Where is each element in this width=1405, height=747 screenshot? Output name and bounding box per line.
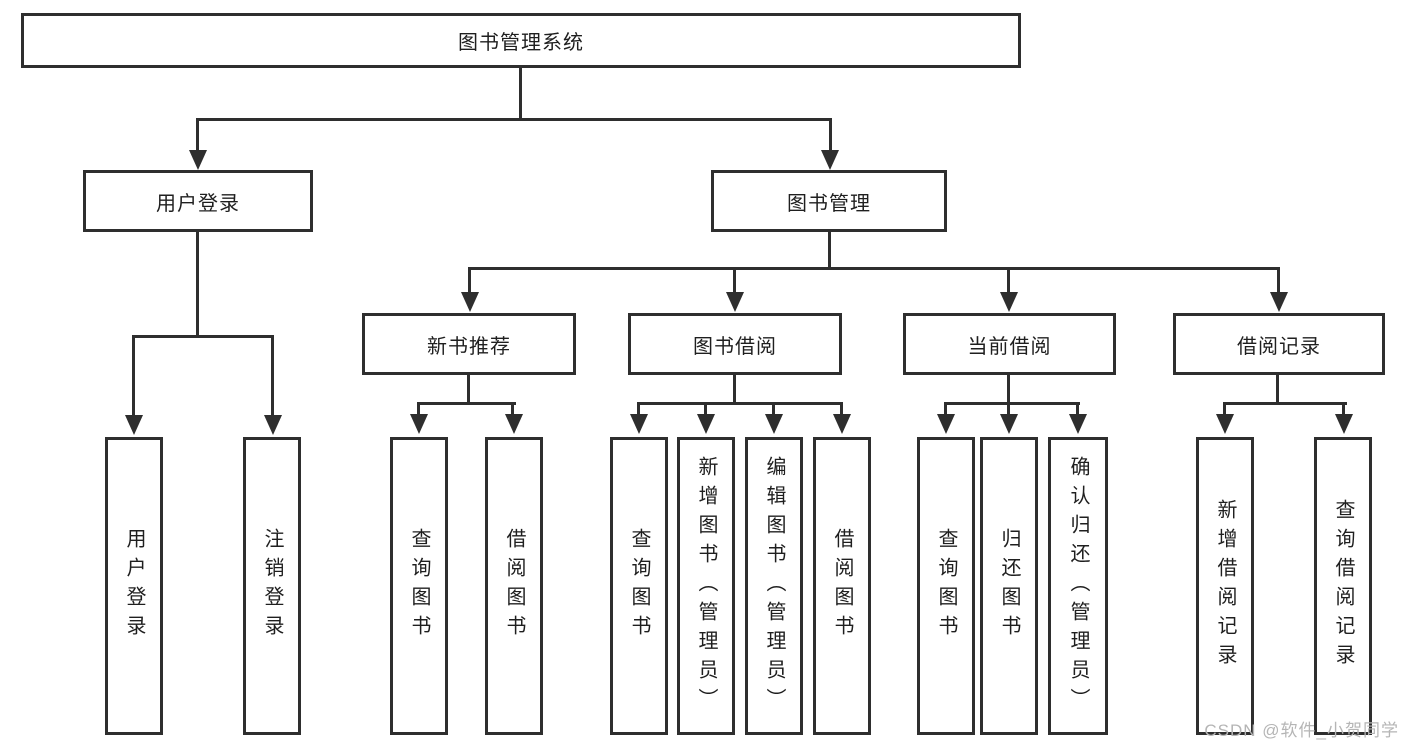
- leaf-logout: 注销登录: [243, 437, 301, 735]
- leaf-query-books-borrow: 查询图书: [610, 437, 668, 735]
- connector-line: [1223, 402, 1347, 405]
- node-root: 图书管理系统: [21, 13, 1021, 68]
- leaf-confirm-return-admin: 确认归还（管理员）: [1048, 437, 1108, 735]
- leaf-user-login: 用户登录: [105, 437, 163, 735]
- leaf-borrow-books-recommend: 借阅图书: [485, 437, 543, 735]
- arrow-down-icon: [697, 414, 715, 434]
- arrow-down-icon: [821, 150, 839, 170]
- arrow-down-icon: [1069, 414, 1087, 434]
- connector-line: [132, 335, 274, 338]
- arrow-down-icon: [937, 414, 955, 434]
- node-current-borrow: 当前借阅: [903, 313, 1116, 375]
- connector-line: [733, 267, 736, 295]
- node-user-login: 用户登录: [83, 170, 313, 232]
- arrow-down-icon: [1000, 414, 1018, 434]
- connector-line: [704, 402, 707, 417]
- arrow-down-icon: [1216, 414, 1234, 434]
- connector-line: [1223, 402, 1226, 417]
- leaf-edit-books-admin: 编辑图书（管理员）: [745, 437, 803, 735]
- connector-line: [840, 402, 843, 417]
- connector-line: [772, 402, 775, 417]
- arrow-down-icon: [765, 414, 783, 434]
- connector-line: [1007, 267, 1010, 295]
- arrow-down-icon: [410, 414, 428, 434]
- connector-line: [1007, 402, 1010, 417]
- leaf-add-borrow-record: 新增借阅记录: [1196, 437, 1254, 735]
- connector-line: [271, 335, 274, 415]
- arrow-down-icon: [461, 292, 479, 312]
- arrow-down-icon: [1000, 292, 1018, 312]
- arrow-down-icon: [125, 415, 143, 435]
- connector-line: [733, 375, 736, 405]
- arrow-down-icon: [726, 292, 744, 312]
- leaf-borrow-books: 借阅图书: [813, 437, 871, 735]
- node-borrow-records: 借阅记录: [1173, 313, 1385, 375]
- leaf-add-books-admin: 新增图书（管理员）: [677, 437, 735, 735]
- node-new-book-recommend: 新书推荐: [362, 313, 576, 375]
- connector-line: [417, 402, 420, 417]
- connector-line: [1276, 375, 1279, 405]
- connector-line: [196, 118, 832, 121]
- connector-line: [1277, 267, 1280, 295]
- node-book-management: 图书管理: [711, 170, 947, 232]
- connector-line: [196, 118, 199, 154]
- csdn-watermark: CSDN @软件_小贺同学: [1204, 721, 1399, 740]
- connector-line: [196, 232, 199, 338]
- arrow-down-icon: [189, 150, 207, 170]
- arrow-down-icon: [833, 414, 851, 434]
- connector-line: [829, 118, 832, 154]
- connector-line: [944, 402, 947, 417]
- leaf-query-books-current: 查询图书: [917, 437, 975, 735]
- connector-line: [828, 232, 831, 270]
- node-book-borrow: 图书借阅: [628, 313, 842, 375]
- connector-line: [511, 402, 514, 417]
- connector-line: [944, 402, 1080, 405]
- leaf-query-books-recommend: 查询图书: [390, 437, 448, 735]
- arrow-down-icon: [1270, 292, 1288, 312]
- connector-line: [519, 68, 522, 121]
- arrow-down-icon: [264, 415, 282, 435]
- connector-line: [467, 375, 470, 405]
- connector-line: [468, 267, 471, 295]
- arrow-down-icon: [630, 414, 648, 434]
- connector-line: [417, 402, 516, 405]
- leaf-query-borrow-record: 查询借阅记录: [1314, 437, 1372, 735]
- connector-line: [468, 267, 1280, 270]
- leaf-return-books: 归还图书: [980, 437, 1038, 735]
- connector-line: [637, 402, 640, 417]
- connector-line: [1342, 402, 1345, 417]
- connector-line: [637, 402, 843, 405]
- connector-line: [1007, 375, 1010, 405]
- connector-line: [132, 335, 135, 415]
- arrow-down-icon: [1335, 414, 1353, 434]
- connector-line: [1076, 402, 1079, 417]
- arrow-down-icon: [505, 414, 523, 434]
